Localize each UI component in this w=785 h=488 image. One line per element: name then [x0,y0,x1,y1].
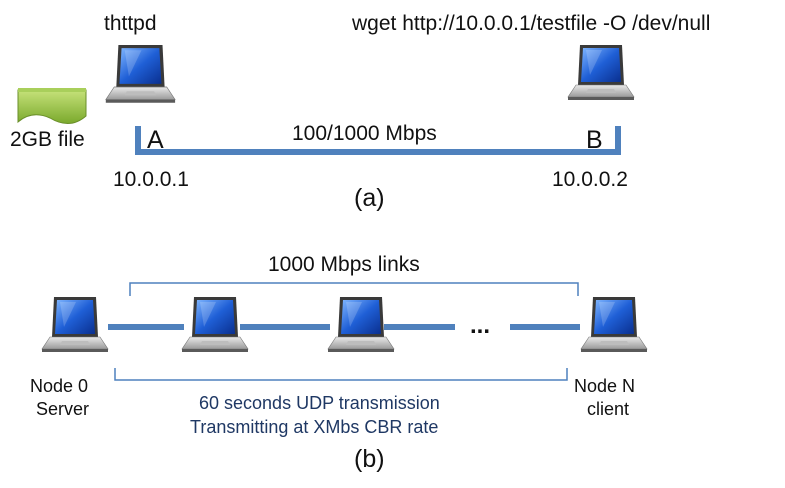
laptop-icon-nodeN [580,296,648,353]
ip-b-label: 10.0.0.2 [552,168,628,191]
server-command-label: thttpd [104,12,157,35]
laptop-icon-node1 [181,296,249,353]
node0-name-label: Node 0 [30,376,89,396]
ip-a-label: 10.0.0.1 [113,168,189,191]
description-line-2: Transmitting at XMbs CBR rate [190,417,439,437]
nodeN-name-label: Node N [574,376,636,396]
bottom-bracket [114,368,568,381]
node-a-label: A [147,126,164,154]
laptop-icon-b [567,44,635,101]
top-bracket [129,282,579,296]
panel-a [17,44,635,155]
caption-b: (b) [354,445,385,473]
caption-a: (a) [354,184,385,212]
file-label: 2GB file [10,128,85,151]
laptop-icon-a [105,44,176,104]
node0-role-label: Server [36,399,90,419]
ellipsis-label: ... [470,312,491,339]
link-line-a-b [135,126,621,155]
panel-b [41,282,648,381]
nodeN-role-label: client [587,399,630,419]
node-b-label: B [586,126,603,154]
links-speed-label: 1000 Mbps links [268,253,420,276]
laptop-icon-node0 [41,296,109,353]
client-command-label: wget http://10.0.0.1/testfile -O /dev/nu… [352,12,711,35]
file-icon [17,88,87,124]
link-speed-label: 100/1000 Mbps [292,122,437,145]
description-line-1: 60 seconds UDP transmission [199,393,440,413]
